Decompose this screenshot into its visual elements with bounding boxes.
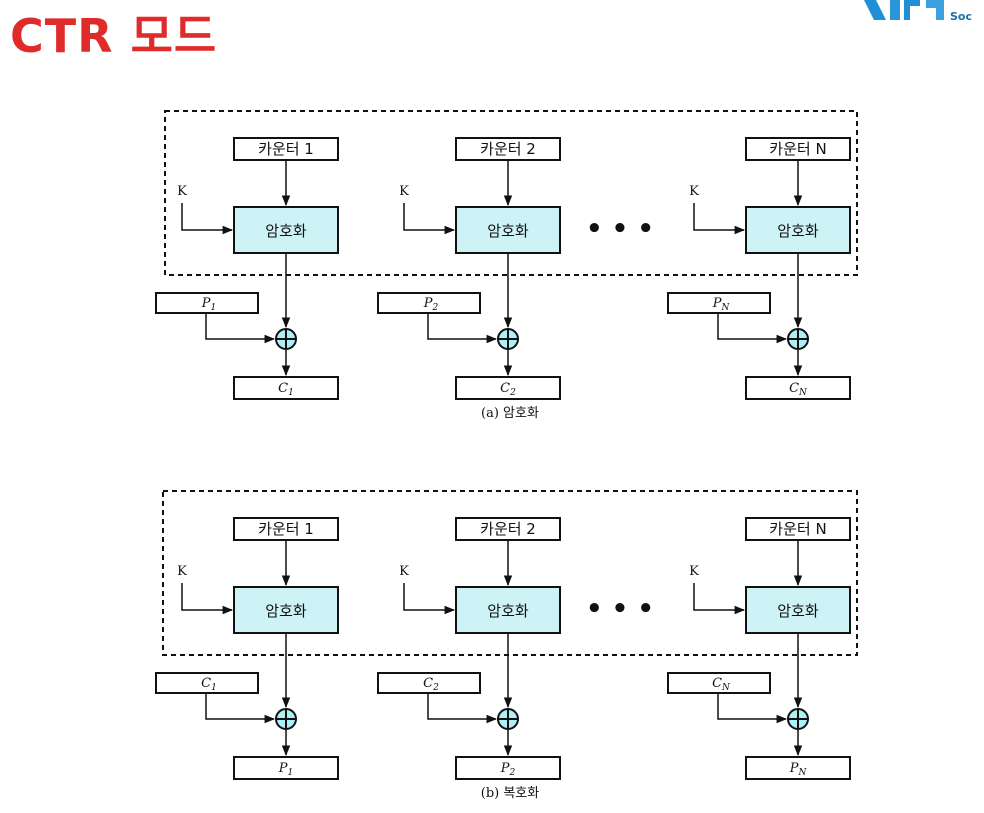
output-box: [455, 756, 561, 780]
input-label: C1: [201, 676, 217, 693]
diagram-caption: (a) 암호화: [481, 406, 539, 421]
key-label: K: [399, 184, 409, 199]
dashed-boundary: [164, 110, 858, 276]
key-arrow: [693, 583, 746, 615]
output-box: [233, 756, 339, 780]
input-arrow: [717, 693, 788, 724]
encrypt-block-label: 암호화: [777, 222, 819, 240]
input-box: [377, 672, 481, 694]
output-box: [233, 376, 339, 400]
input-arrow: [205, 693, 276, 724]
key-label: K: [177, 184, 187, 199]
key-label: K: [177, 564, 187, 579]
input-box: [155, 292, 259, 314]
encrypt-block: [455, 206, 561, 254]
key-arrow: [403, 203, 456, 235]
logo-text: Soc: [950, 10, 972, 23]
output-label: C1: [278, 381, 294, 398]
counter-label: 카운터 1: [258, 520, 314, 538]
input-box: [377, 292, 481, 314]
output-box: [745, 756, 851, 780]
encrypt-block: [745, 586, 851, 634]
output-label: PN: [789, 761, 808, 778]
ellipsis: • • •: [586, 214, 654, 244]
organization-logo: Soc: [850, 0, 984, 24]
encrypt-block-label: 암호화: [487, 602, 529, 620]
counter-label: 카운터 1: [258, 140, 314, 158]
key-arrow: [181, 583, 234, 615]
key-label: K: [689, 564, 699, 579]
counter-label: 카운터 N: [769, 140, 826, 158]
key-label: K: [399, 564, 409, 579]
ellipsis: • • •: [586, 594, 654, 624]
key-label: K: [689, 184, 699, 199]
output-box: [745, 376, 851, 400]
counter-label: 카운터 2: [480, 520, 536, 538]
dashed-boundary: [162, 490, 858, 656]
output-label: P1: [278, 761, 293, 778]
input-arrow: [717, 313, 788, 344]
encrypt-block: [233, 206, 339, 254]
counter-label: 카운터 2: [480, 140, 536, 158]
encrypt-block-label: 암호화: [265, 222, 307, 240]
key-arrow: [693, 203, 746, 235]
input-label: C2: [423, 676, 439, 693]
input-box: [667, 672, 771, 694]
encrypt-block: [233, 586, 339, 634]
encrypt-block-label: 암호화: [265, 602, 307, 620]
output-box: [455, 376, 561, 400]
encrypt-block-label: 암호화: [487, 222, 529, 240]
input-arrow: [427, 693, 498, 724]
output-label: P2: [500, 761, 516, 778]
input-arrow: [427, 313, 498, 344]
input-label: P1: [201, 296, 216, 313]
input-box: [667, 292, 771, 314]
encrypt-block-label: 암호화: [777, 602, 819, 620]
counter-label: 카운터 N: [769, 520, 826, 538]
output-label: C2: [500, 381, 516, 398]
key-arrow: [403, 583, 456, 615]
input-label: PN: [712, 296, 731, 313]
output-label: CN: [789, 381, 808, 398]
input-label: P2: [423, 296, 439, 313]
page-title: CTR 모드: [10, 9, 218, 63]
key-arrow: [181, 203, 234, 235]
diagram-caption: (b) 복호화: [481, 786, 540, 801]
input-label: CN: [712, 676, 731, 693]
input-arrow: [205, 313, 276, 344]
encrypt-block: [455, 586, 561, 634]
input-box: [155, 672, 259, 694]
